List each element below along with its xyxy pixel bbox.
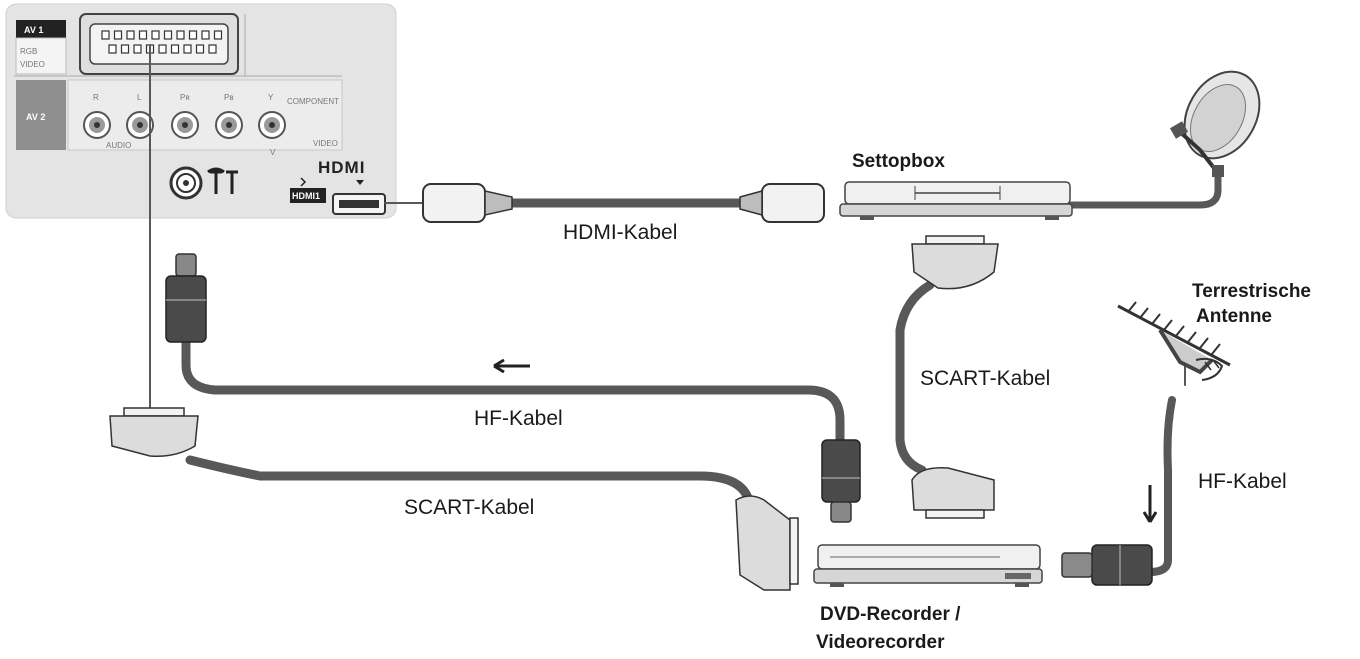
hdmi-logo: HDMI <box>318 158 365 177</box>
arrow-left-icon <box>493 358 530 374</box>
port-r-label: R <box>93 93 99 102</box>
satellite-dish-icon <box>1169 70 1261 177</box>
hdmi1-label: HDMI1 <box>292 191 320 201</box>
scart-pin <box>170 44 180 54</box>
av1-label: AV 1 <box>24 25 43 35</box>
hdmi-plug-left <box>422 183 513 223</box>
antenna-icon <box>207 167 225 174</box>
terrestrial-antenna-label-2: Antenne <box>1196 306 1272 327</box>
hf-cable-right-line <box>1146 396 1176 576</box>
scart-pin <box>108 44 117 54</box>
hf-cable-middle-label: HF-Kabel <box>474 407 563 430</box>
port-pb-label: Pʙ <box>224 93 234 102</box>
settopbox-label: Settopbox <box>852 151 945 172</box>
av2-badge <box>16 80 66 150</box>
port-pr-label: Pʀ <box>180 93 190 102</box>
rca-jacks <box>83 111 286 139</box>
hf-cable-right-label: HF-Kabel <box>1198 470 1287 493</box>
rf-plug-tv <box>165 253 207 343</box>
terrestrial-antenna-label-1: Terrestrische <box>1192 281 1311 302</box>
scart-pin <box>183 44 192 54</box>
scart-pin <box>126 30 135 40</box>
arrow-down-icon <box>1142 485 1158 523</box>
scart-cable-left-line <box>185 455 755 510</box>
dish-cable <box>1068 166 1222 209</box>
scart-pin <box>133 44 142 54</box>
scart-cable-left-label: SCART-Kabel <box>404 496 534 519</box>
scart-pin <box>138 30 148 40</box>
terrestrial-antenna-icon <box>1117 301 1231 381</box>
rf-plug-recorder-right <box>1061 544 1153 586</box>
rf-plug-recorder <box>821 439 861 523</box>
scart-pin <box>101 30 110 40</box>
scart-cable-right-line <box>895 280 935 475</box>
v-label: V <box>270 148 276 157</box>
scart-pin <box>195 44 205 54</box>
scart-pin <box>213 30 223 40</box>
rf-antenna-socket <box>169 166 238 200</box>
scart-plug-recorder-left <box>735 495 799 591</box>
hf-cable-middle-line <box>181 335 845 445</box>
scart-socket <box>79 13 239 75</box>
scart-pin <box>151 30 160 40</box>
recorder-label-2: Videorecorder <box>816 632 945 653</box>
scart-pin <box>201 30 210 40</box>
audio-label: AUDIO <box>106 141 131 150</box>
video-label: VIDEO <box>20 60 45 69</box>
scart-pin <box>158 44 167 54</box>
av2-label: AV 2 <box>26 112 45 122</box>
dvd-recorder-device <box>813 544 1043 587</box>
av1-badge <box>16 20 66 38</box>
scart-pin <box>113 30 123 40</box>
cables <box>149 44 1222 576</box>
component-label: COMPONENT <box>287 97 339 106</box>
scart-plug-settopbox <box>911 235 999 290</box>
rgb-label: RGB <box>20 47 37 56</box>
scart-pin <box>208 44 217 54</box>
scart-plug-recorder-top <box>911 467 995 519</box>
scart-pin <box>176 30 185 40</box>
settopbox-device <box>839 181 1073 220</box>
scart-cable-right-label: SCART-Kabel <box>920 367 1050 390</box>
hdmi-plug-right <box>739 183 825 223</box>
port-l-label: L <box>137 93 142 102</box>
scart-pin <box>120 44 130 54</box>
scart-pin <box>188 30 198 40</box>
port-y-label: Y <box>268 93 274 102</box>
scart-plug-tv <box>109 407 199 458</box>
tv-connection-panel: AV 1 RGB VIDEO AV 2 R L Pʀ Pʙ Y AUDIO C <box>5 3 397 219</box>
video2-label: VIDEO <box>313 139 338 148</box>
recorder-label-1: DVD-Recorder / <box>820 604 961 625</box>
signal-arrows <box>493 358 1158 523</box>
scart-pin <box>163 30 173 40</box>
hdmi-cable-label: HDMI-Kabel <box>563 221 677 244</box>
